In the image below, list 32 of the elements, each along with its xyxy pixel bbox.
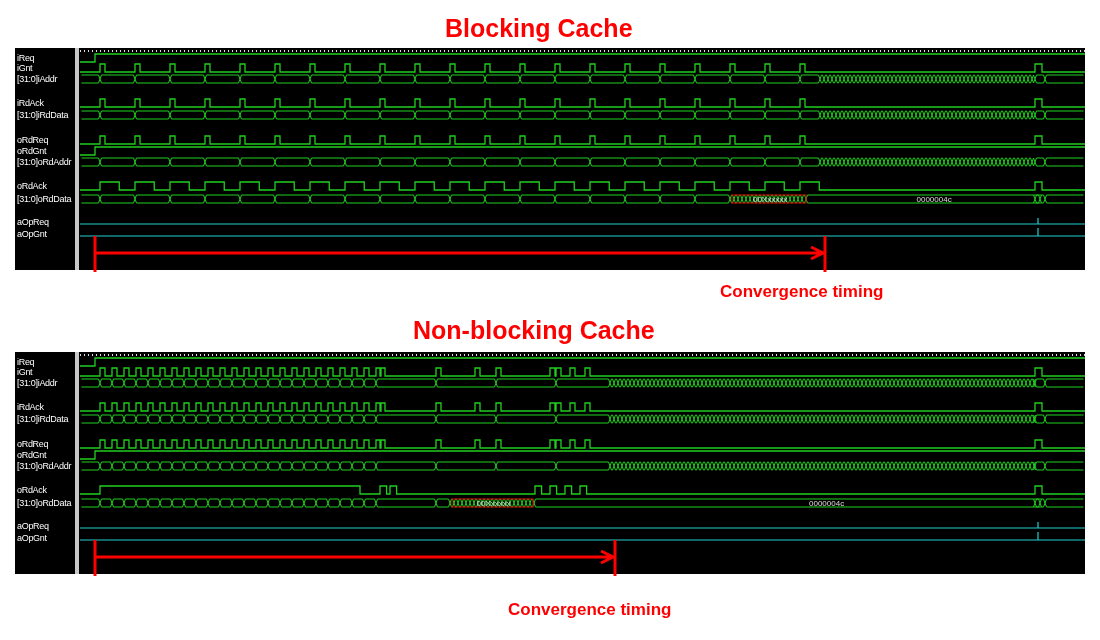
- signal-name: [31:0]oRdData: [17, 498, 72, 508]
- signal-name: oRdGnt: [17, 146, 47, 156]
- signal-name: [31:0]iAddr: [17, 74, 58, 84]
- signal-name: oRdReq: [17, 135, 49, 145]
- signal-name: iGnt: [17, 367, 33, 377]
- signal-name: oRdAck: [17, 181, 47, 191]
- signal-name: iReq: [17, 357, 35, 367]
- signal-name: aOpGnt: [17, 533, 47, 543]
- signal-name: oRdReq: [17, 439, 49, 449]
- signal-name: aOpReq: [17, 521, 49, 531]
- bus-value: 00Xxxxxx: [753, 195, 788, 204]
- signal-name: [31:0]iRdData: [17, 110, 69, 120]
- signal-name: [31:0]iAddr: [17, 378, 58, 388]
- signal-name: iReq: [17, 53, 35, 63]
- signal-name: [31:0]oRdAddr: [17, 157, 72, 167]
- annotation-text: Convergence timing: [720, 282, 884, 302]
- annotation-text: Convergence timing: [508, 600, 672, 620]
- signal-name: iRdAck: [17, 98, 44, 108]
- signal-name: oRdAck: [17, 485, 47, 495]
- signal-name: iGnt: [17, 63, 33, 73]
- bus-value: 0000004c: [809, 499, 845, 508]
- signal-name: [31:0]iRdData: [17, 414, 69, 424]
- panel-title: Non-blocking Cache: [413, 316, 655, 345]
- signal-name: [31:0]oRdData: [17, 194, 72, 204]
- signal-name: oRdGnt: [17, 450, 47, 460]
- bus-value: 0000004c: [916, 195, 952, 204]
- bus-value: 00Xxxxxx: [476, 499, 511, 508]
- signal-name: aOpGnt: [17, 229, 47, 239]
- signal-name: aOpReq: [17, 217, 49, 227]
- signal-name: iRdAck: [17, 402, 44, 412]
- panel-title: Blocking Cache: [445, 14, 633, 43]
- signal-name: [31:0]oRdAddr: [17, 461, 72, 471]
